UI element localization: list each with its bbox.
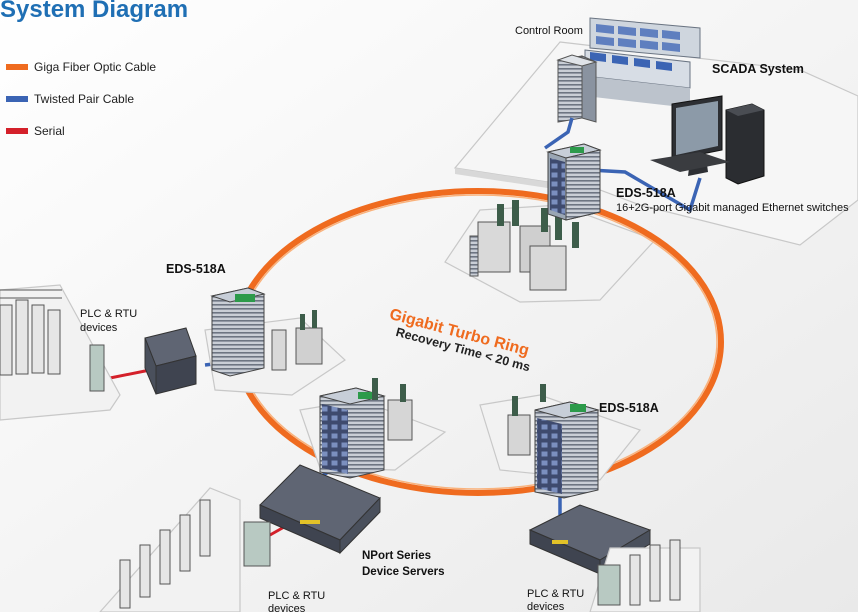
transformers-top (469, 200, 579, 291)
legend-label-fiber: Giga Fiber Optic Cable (34, 60, 157, 74)
legend-item-fiber: Giga Fiber Optic Cable (6, 59, 156, 75)
legend-label-twisted-pair: Twisted Pair Cable (34, 92, 135, 106)
label-plc-bottom-left-line2: devices (268, 603, 306, 615)
label-control-room: Control Room (515, 25, 583, 37)
control-room-platform (453, 41, 858, 246)
switch-eds-right (534, 401, 600, 499)
legend-swatch-twisted-pair (6, 96, 28, 102)
switch-eds-center (319, 387, 386, 479)
label-plc-bottom-left-line1: PLC & RTU (268, 590, 326, 602)
plc-left-device (89, 344, 105, 392)
control-desk (584, 49, 691, 108)
legend-label-serial: Serial (34, 124, 65, 138)
label-nport-line1: NPort Series (362, 550, 432, 562)
label-eds-top-desc: 16+2G-port Gigabit managed Ethernet swit… (616, 202, 849, 214)
transformers-left (271, 310, 323, 371)
label-nport-line2: Device Servers (362, 566, 445, 578)
label-eds-left: EDS-518A (166, 262, 226, 276)
label-eds-right: EDS-518A (599, 401, 659, 415)
bottom-left-equipment (119, 499, 211, 609)
label-plc-left-line1: PLC & RTU (80, 308, 138, 320)
transformers-right (507, 384, 546, 456)
label-eds-top: EDS-518A (616, 186, 676, 200)
legend-swatch-fiber (6, 64, 28, 70)
switch-eds-top (546, 143, 602, 221)
left-substation-equipment (0, 289, 62, 376)
label-scada-system: SCADA System (712, 62, 804, 76)
device-server-left (144, 327, 197, 395)
legend-item-twisted-pair: Twisted Pair Cable (6, 91, 134, 107)
legend-item-serial: Serial (6, 123, 65, 139)
label-plc-bottom-right-line1: PLC & RTU (527, 588, 585, 600)
transformers-center (372, 378, 413, 441)
plc-bottom-left-device (243, 521, 271, 567)
legend-swatch-serial (6, 128, 28, 134)
video-wall (589, 17, 701, 59)
page-title: System Diagram (0, 0, 189, 23)
switch-eds-left (210, 287, 266, 377)
server-rack (556, 54, 598, 123)
scada-computer (650, 95, 765, 185)
nport-device-server (259, 464, 381, 555)
label-plc-left-line2: devices (80, 322, 118, 334)
label-plc-bottom-right-line2: devices (527, 601, 565, 613)
bottom-right-equipment (597, 539, 681, 606)
